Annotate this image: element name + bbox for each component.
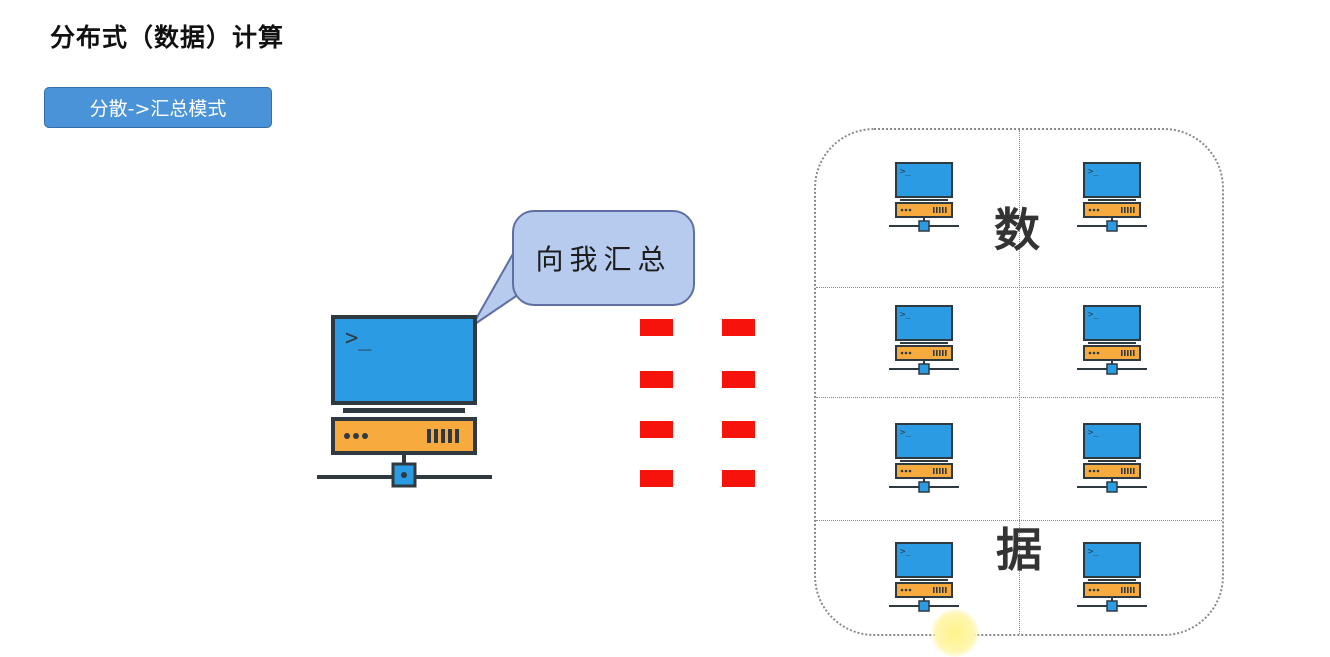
cluster-divider xyxy=(816,287,1222,288)
node-server-icon: >_ xyxy=(1076,422,1148,494)
svg-text:>_: >_ xyxy=(1088,310,1099,320)
mode-badge: 分散->汇总模式 xyxy=(44,87,272,128)
svg-text:>_: >_ xyxy=(1088,547,1099,557)
svg-text:>_: >_ xyxy=(1088,167,1099,177)
node-server-icon: >_ xyxy=(888,422,960,494)
node-server-icon: >_ xyxy=(888,541,960,613)
svg-text:>_: >_ xyxy=(345,326,372,351)
data-packet xyxy=(640,421,673,438)
cursor-highlight xyxy=(931,609,979,657)
data-packet xyxy=(640,319,673,336)
svg-text:>_: >_ xyxy=(900,310,911,320)
data-packet xyxy=(722,371,755,388)
data-packet xyxy=(640,371,673,388)
data-packet xyxy=(722,319,755,336)
svg-text:>_: >_ xyxy=(900,428,911,438)
cluster-divider xyxy=(816,520,1222,521)
data-cluster: 数 据 xyxy=(814,128,1224,636)
data-packet xyxy=(722,470,755,487)
data-packet xyxy=(722,421,755,438)
cluster-char-top: 数 xyxy=(994,203,1040,257)
cluster-char-bottom: 据 xyxy=(996,523,1042,577)
node-server-icon: >_ xyxy=(1076,161,1148,233)
node-server-icon: >_ xyxy=(888,304,960,376)
data-packet xyxy=(640,470,673,487)
main-server-icon: >_ xyxy=(317,315,492,488)
node-server-icon: >_ xyxy=(888,161,960,233)
node-server-icon: >_ xyxy=(1076,541,1148,613)
speech-bubble-text: 向我汇总 xyxy=(535,243,672,276)
cluster-divider xyxy=(1019,130,1020,634)
speech-bubble: 向我汇总 xyxy=(512,210,695,306)
node-server-icon: >_ xyxy=(1076,304,1148,376)
svg-text:>_: >_ xyxy=(1088,428,1099,438)
page-title: 分布式（数据）计算 xyxy=(50,23,285,52)
svg-text:>_: >_ xyxy=(900,547,911,557)
cluster-divider xyxy=(816,397,1222,398)
svg-text:>_: >_ xyxy=(900,167,911,177)
